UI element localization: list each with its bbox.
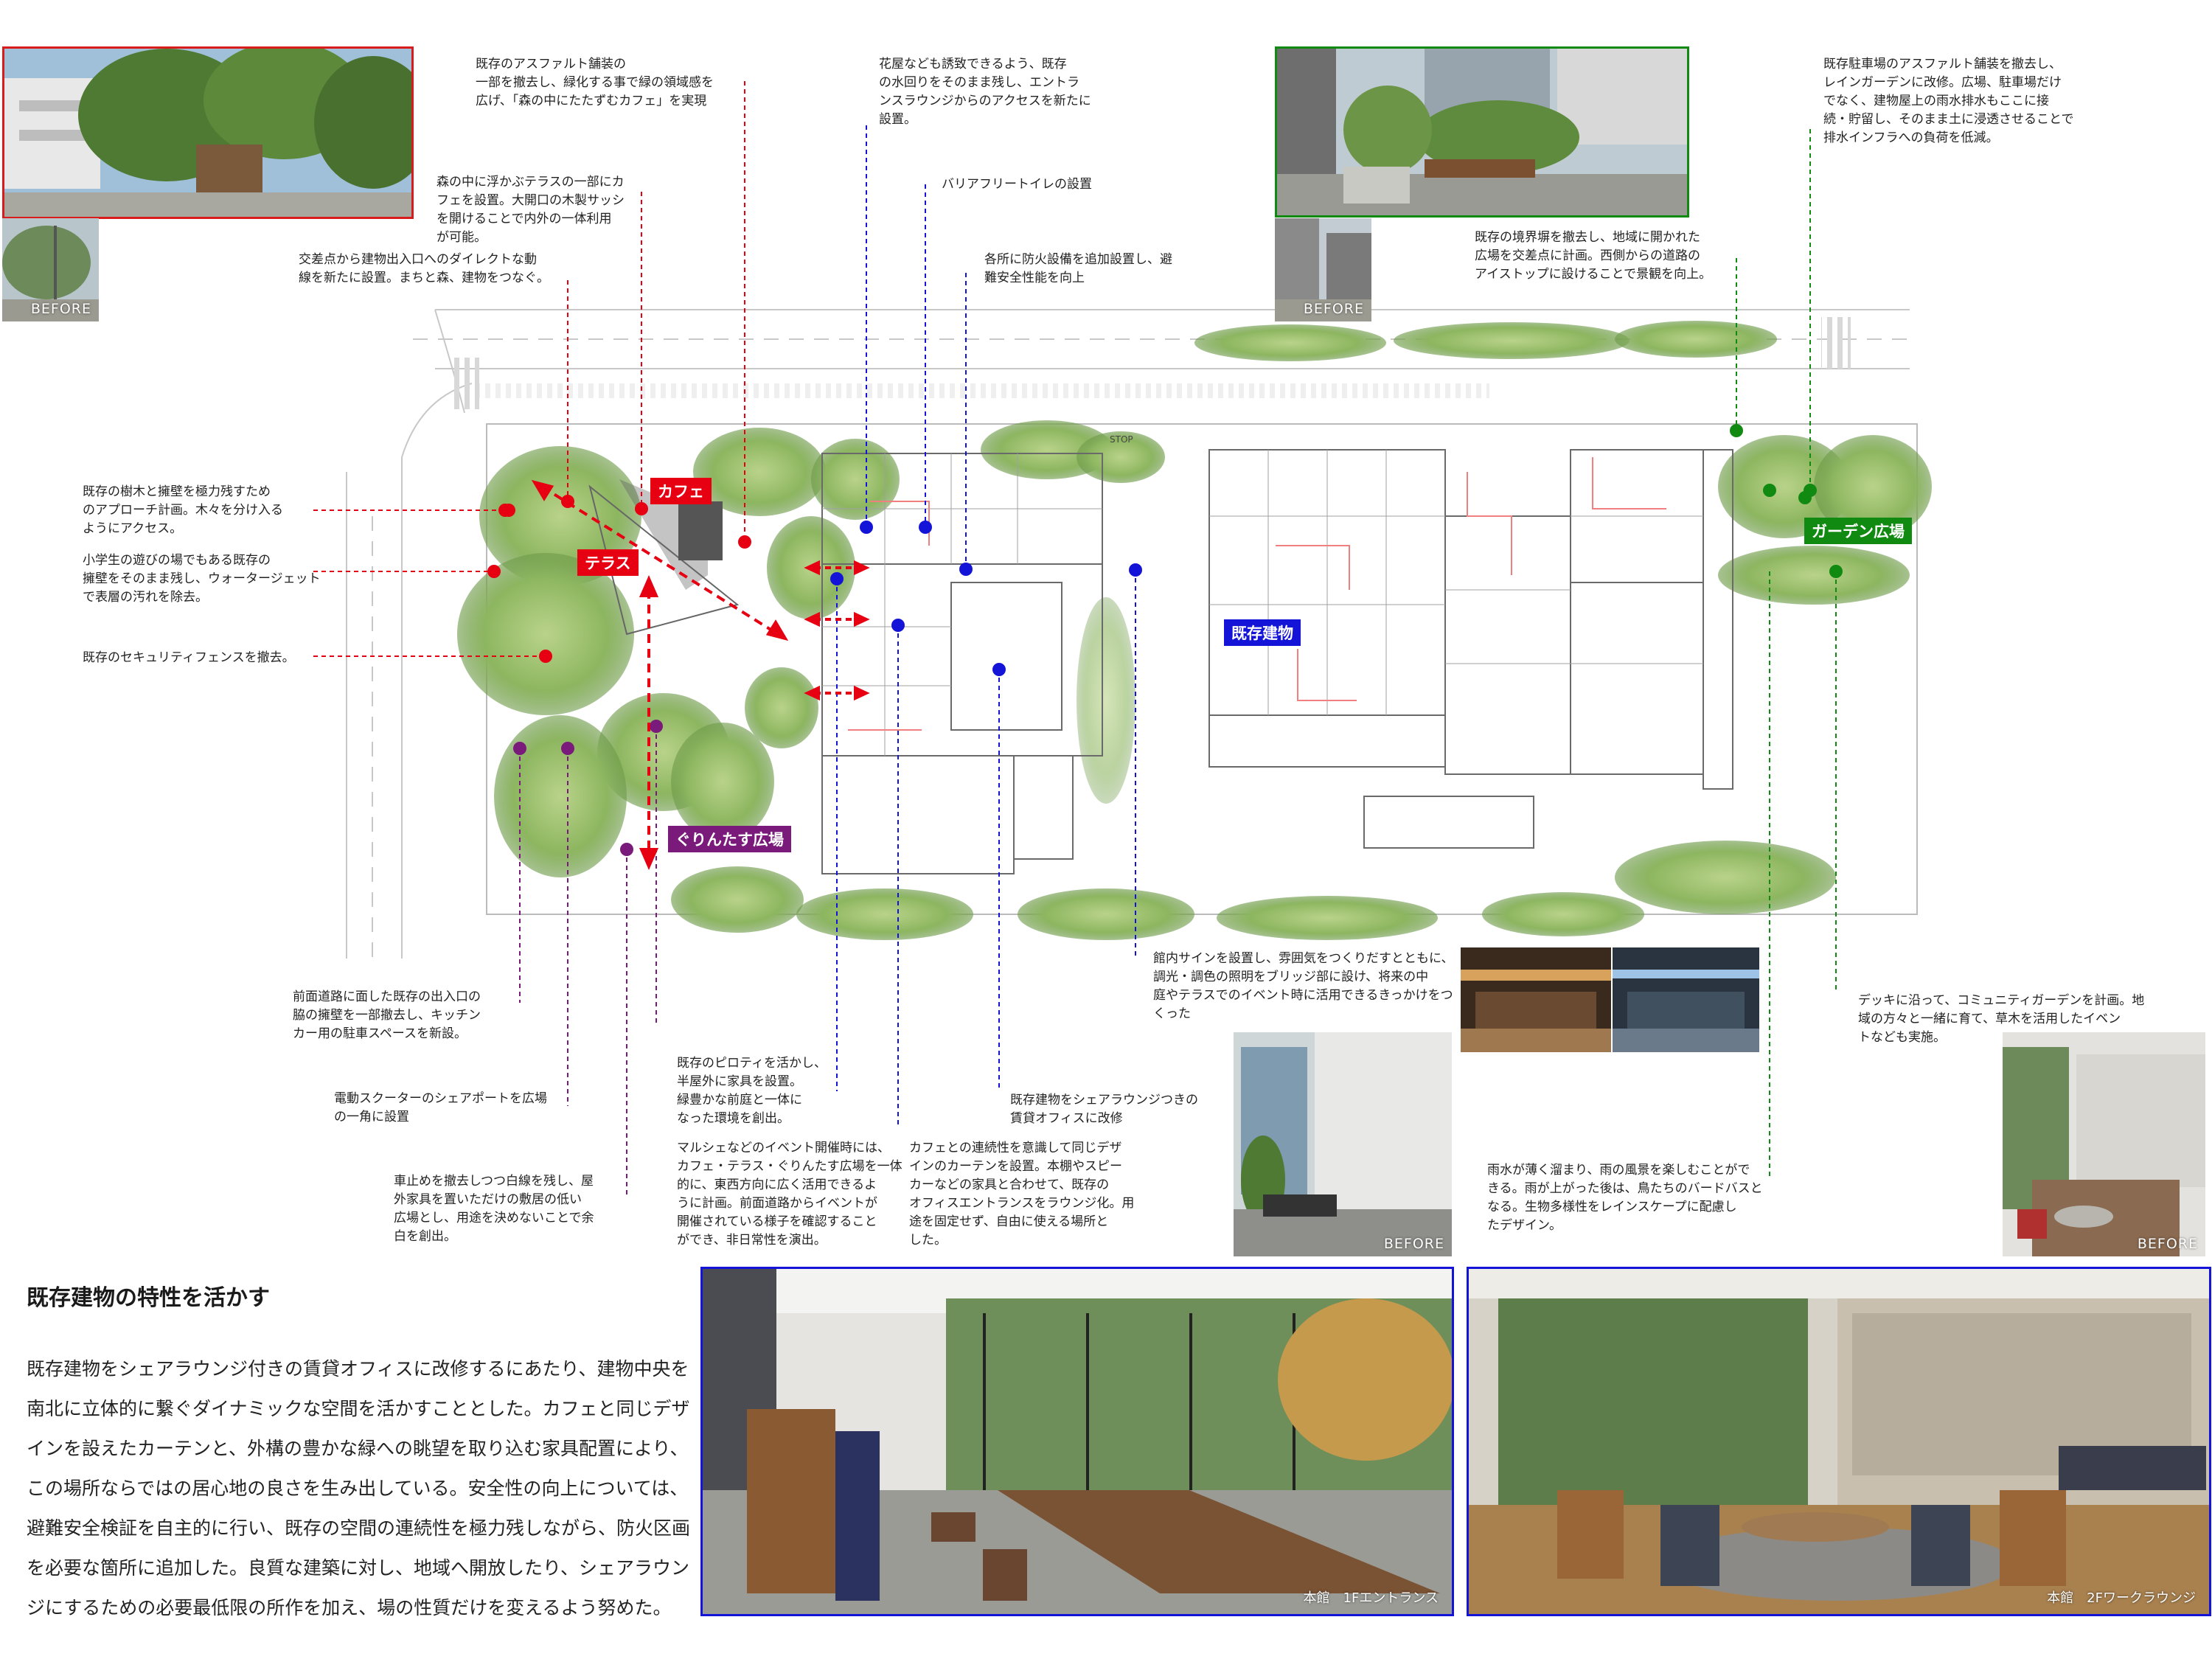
- before-label: BEFORE: [1303, 301, 1364, 317]
- marker-dot: [860, 521, 873, 534]
- note-signage: 館内サインを設置し、雰囲気をつくりだすとともに、 調光・調色の照明をブリッジ部に…: [1153, 951, 1454, 1021]
- before-photo-entrance: BEFORE: [1234, 1032, 1452, 1256]
- note-rain-garden: 既存駐車場のアスファルト舗装を撤去し、 レインガーデンに改修。広場、駐車場だけ …: [1823, 57, 2074, 145]
- note-terrace-cafe: 森の中に浮かぶテラスの一部にカ フェを設置。大開口の木製サッシ を開けることで内…: [437, 175, 625, 245]
- marker-dot: [891, 619, 905, 632]
- tag-terrace: テラス: [577, 549, 639, 576]
- marker-dot: [650, 720, 663, 733]
- svg-text:STOP: STOP: [1110, 434, 1133, 445]
- before-photo-garden: BEFORE: [1275, 218, 1371, 321]
- marker-dot: [919, 521, 932, 534]
- note-scooter-port: 電動スクーターのシェアポートを広場 の一角に設置: [334, 1091, 547, 1124]
- marker-dot: [1798, 491, 1812, 504]
- note-community-garden: デッキに沿って、コミュニティガーデンを計画。地 域の方々と一緒に育て、草木を活用…: [1858, 993, 2145, 1045]
- note-intersection-route: 交差点から建物出入口へのダイレクトな動 線を新たに設置。まちと森、建物をつなぐ。: [299, 252, 549, 285]
- marker-dot: [738, 535, 751, 549]
- lounge-photo: 本館 2Fワークラウンジ: [1467, 1267, 2211, 1616]
- note-piloti: 既存のピロティを活かし、 半屋外に家具を設置。 緑豊かな前庭と一体に なった環境…: [677, 1056, 827, 1126]
- note-asphalt-forest: 既存のアスファルト舗装の 一部を撤去し、緑化する事で緑の領域感を 広げ、「森の中…: [476, 57, 714, 108]
- marker-dot: [992, 663, 1006, 676]
- marker-dot: [561, 742, 574, 755]
- section-title: 既存建物の特性を活かす: [27, 1285, 270, 1311]
- marker-dot: [620, 843, 633, 856]
- signage-photo-cool: [1613, 947, 1759, 1052]
- marker-dot: [830, 572, 844, 585]
- lounge-caption: 本館 2Fワークラウンジ: [2047, 1590, 2196, 1606]
- tag-grintas-plaza: ぐりんたす広場: [668, 826, 791, 852]
- tag-cafe: カフェ: [650, 478, 712, 504]
- before-photo-cafe: BEFORE: [2, 218, 99, 321]
- marker-dot: [1829, 565, 1843, 578]
- trees: [457, 321, 1932, 940]
- marker-dot: [1129, 563, 1142, 577]
- entrance-caption: 本館 1Fエントランス: [1303, 1590, 1439, 1606]
- tag-garden-plaza: ガーデン広場: [1804, 518, 1912, 544]
- fire-partition-lines: [848, 457, 1666, 731]
- flow-arrows: [531, 479, 870, 871]
- note-barrier-free: バリアフリートイレの設置: [942, 177, 1092, 192]
- note-fire-safety: 各所に防火設備を追加設置し、避 難安全性能を向上: [984, 252, 1172, 285]
- before-label: BEFORE: [30, 301, 91, 317]
- note-marche: マルシェなどのイベント開催時には、 カフェ・テラス・ぐりんたす広場を一体 的に、…: [677, 1141, 902, 1248]
- note-kitchen-car: 前面道路に面した既存の出入口の 脇の擁壁を一部撤去し、キッチン カー用の駐車スペ…: [293, 990, 481, 1041]
- before-label: BEFORE: [1383, 1236, 1444, 1252]
- before-photo-lounge: BEFORE: [2003, 1032, 2205, 1256]
- marker-dot: [498, 504, 512, 517]
- marker-dot: [1763, 484, 1776, 497]
- before-label: BEFORE: [2137, 1236, 2198, 1252]
- note-car-stop: 車止めを撤去しつつ白線を残し、屋 外家具を置いただけの敷居の低い 広場とし、用途…: [394, 1174, 594, 1244]
- marker-dot: [539, 650, 552, 663]
- site-boundary: [486, 423, 1918, 915]
- marker-dot: [959, 563, 973, 576]
- marker-dot: [513, 742, 526, 755]
- marker-dot: [635, 502, 648, 515]
- note-trees-retaining: 既存の樹木と擁壁を極力残すため のアプローチ計画。木々を分け入る ようにアクセス…: [83, 484, 283, 536]
- roads: [346, 309, 1917, 959]
- signage-photo-warm: [1461, 947, 1611, 1052]
- crosswalk-east: [1821, 317, 1851, 369]
- forest-cafe-photo: [2, 46, 414, 219]
- note-security-fence: 既存のセキュリティフェンスを撤去。: [83, 650, 295, 665]
- garden-plaza-photo: [1275, 46, 1689, 218]
- marker-dot: [1730, 424, 1743, 437]
- tag-existing-building: 既存建物: [1224, 619, 1301, 646]
- building-detail-lines: [822, 450, 1703, 756]
- note-playground-wall: 小学生の遊びの場でもある既存の 擁壁をそのまま残し、ウォータージェット で表層の…: [83, 553, 321, 605]
- note-curtain: カフェとの連続性を意識して同じデザ インのカーテンを設置。本棚やスピー カーなど…: [909, 1141, 1135, 1248]
- note-share-lounge-office: 既存建物をシェアラウンジつきの 賃貸オフィスに改修: [1010, 1093, 1198, 1126]
- note-boundary-wall: 既存の境界塀を撤去し、地域に開かれた 広場を交差点に計画。西側からの道路の アイ…: [1475, 230, 1712, 282]
- entrance-photo: 本館 1Fエントランス: [700, 1267, 1454, 1616]
- note-rainwater: 雨水が薄く溜まり、雨の風景を楽しむことがで きる。雨が上がった後は、鳥たちのバー…: [1487, 1163, 1763, 1233]
- building-outlines: [821, 449, 1733, 874]
- section-body: 既存建物をシェアラウンジ付きの賃貸オフィスに改修するにあたり、建物中央を南北に立…: [27, 1358, 691, 1618]
- marker-dot: [487, 565, 501, 578]
- cafe-building: [678, 501, 723, 560]
- note-flower-shop: 花屋なども誘致できるよう、既存 の水回りをそのまま残し、エントラ ンスラウンジか…: [879, 57, 1091, 127]
